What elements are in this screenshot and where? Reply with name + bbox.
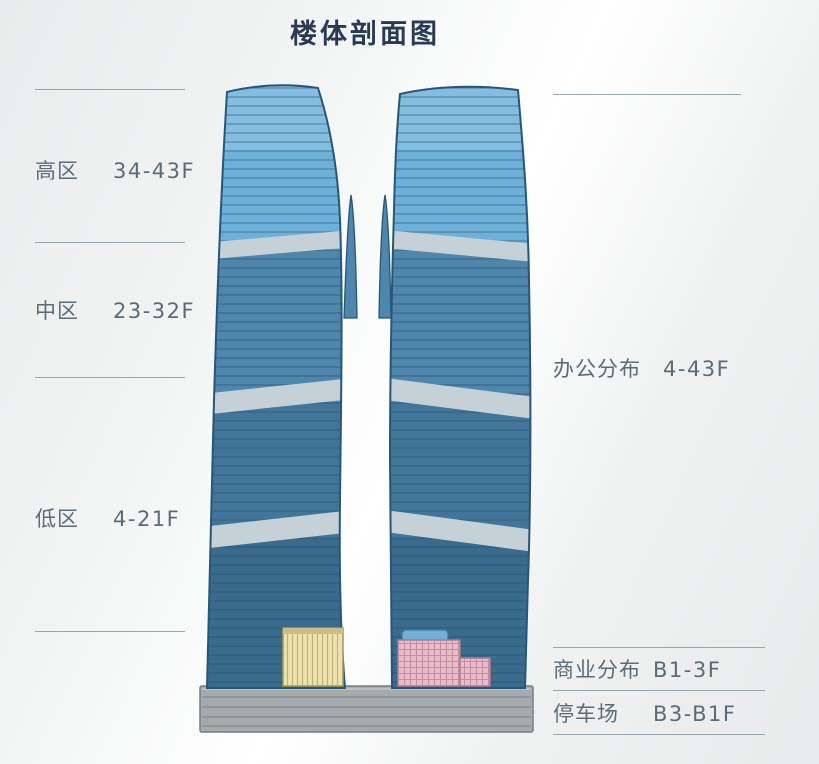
- label-floors: B1-3F: [653, 658, 722, 682]
- zone-label-low: 低区 4-21F: [35, 506, 180, 532]
- divider-line: [553, 690, 765, 691]
- mechanical-band: [390, 378, 531, 419]
- right-tower-outline: [388, 85, 532, 689]
- zone-floors: 23-32F: [113, 299, 196, 323]
- label-floors: 4-43F: [663, 357, 731, 381]
- divider-line: [35, 631, 185, 632]
- mechanical-band: [390, 510, 531, 552]
- left-tower-outline: [205, 84, 347, 689]
- zone-name: 低区: [35, 507, 79, 531]
- commerce-distribution-label: 商业分布 B1-3F: [553, 657, 721, 683]
- mechanical-band: [390, 230, 531, 262]
- mechanical-band: [207, 230, 345, 260]
- label-name: 停车场: [553, 702, 619, 726]
- label-floors: B3-B1F: [653, 702, 737, 726]
- divider-line: [35, 377, 185, 378]
- zone-floors: 4-21F: [113, 507, 181, 531]
- label-name: 商业分布: [553, 658, 641, 682]
- ground-platform: [199, 685, 534, 733]
- mechanical-band: [207, 510, 345, 549]
- right-inner-fin: [378, 194, 392, 319]
- yellow-podium-roof: [283, 628, 343, 634]
- divider-line: [35, 89, 185, 90]
- yellow-podium: [282, 627, 344, 687]
- parking-label: 停车场 B3-B1F: [553, 701, 736, 727]
- zone-floors: 34-43F: [113, 159, 196, 183]
- zone-label-mid: 中区 23-32F: [35, 298, 195, 324]
- right-tower: [390, 86, 531, 688]
- zone-label-high: 高区 34-43F: [35, 158, 195, 184]
- divider-line: [553, 647, 765, 648]
- left-tower: [207, 85, 345, 688]
- left-inner-fin: [343, 194, 358, 319]
- page-title: 楼体剖面图: [290, 19, 440, 50]
- label-name: 办公分布: [553, 357, 641, 381]
- divider-line: [553, 734, 765, 735]
- mechanical-band: [207, 378, 345, 415]
- divider-line: [35, 242, 185, 243]
- office-distribution-label: 办公分布 4-43F: [553, 356, 730, 382]
- platform-slab-lines: [202, 696, 531, 727]
- zone-name: 中区: [35, 299, 79, 323]
- divider-line: [553, 94, 741, 95]
- pink-podium: [397, 629, 491, 687]
- zone-name: 高区: [35, 159, 79, 183]
- building-illustration: [199, 84, 534, 733]
